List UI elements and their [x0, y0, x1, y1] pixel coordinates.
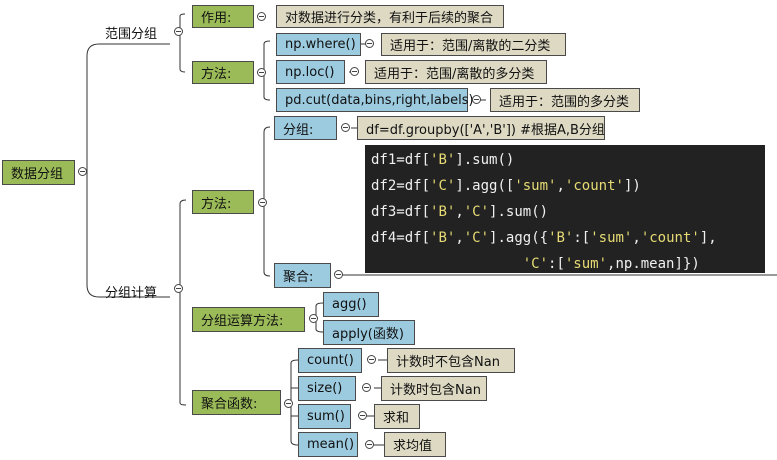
code-token: df2=df[ [371, 178, 431, 194]
node-size[interactable]: size() [298, 376, 356, 401]
collapse-toggle-icon[interactable] [309, 314, 318, 323]
branch-range-grouping[interactable]: 范围分组 [105, 27, 158, 42]
branch-group-calculation[interactable]: 分组计算 [105, 286, 158, 301]
collapse-toggle-icon[interactable] [258, 198, 267, 207]
note-size[interactable]: 计数时包含Nan [381, 376, 487, 401]
code-token: df4=df[ [371, 230, 431, 246]
node-pd-cut[interactable]: pd.cut(data,bins,right,labels) [276, 88, 474, 112]
code-token: , [632, 230, 641, 246]
code-token: , [455, 230, 464, 246]
code-token: ].sum() [489, 204, 549, 220]
collapse-toggle-icon[interactable] [257, 12, 266, 21]
collapse-toggle-icon[interactable] [334, 270, 343, 279]
collapse-toggle-icon[interactable] [341, 123, 350, 132]
code-string-token: 'B' [430, 152, 456, 168]
node-mean[interactable]: mean() [298, 432, 358, 457]
code-line: df4=df['B','C'].agg({'B':['sum','count']… [371, 225, 765, 251]
note-purpose[interactable]: 对数据进行分类，有利于后续的聚合 [276, 5, 504, 28]
code-token: , [556, 178, 565, 194]
root-node-data-grouping[interactable]: 数据分组 [2, 160, 75, 185]
code-string-token: 'sum' [564, 256, 608, 272]
collapse-toggle-icon[interactable] [367, 355, 376, 364]
node-np-loc[interactable]: np.loc() [276, 60, 345, 84]
root-label: 数据分组 [11, 167, 64, 182]
code-token: df3=df[ [371, 204, 431, 220]
code-token: ].agg([ [455, 178, 515, 194]
node-group-operation-methods[interactable]: 分组运算方法: [192, 307, 305, 332]
code-line: df2=df['C'].agg(['sum','count']) [371, 173, 765, 199]
node-method-range[interactable]: 方法: [192, 61, 254, 84]
node-grouping[interactable]: 分组: [274, 116, 337, 140]
node-apply[interactable]: apply(函数) [323, 320, 415, 345]
node-count[interactable]: count() [298, 348, 362, 373]
code-token: ].sum() [455, 152, 515, 168]
node-method-groupcalc[interactable]: 方法: [192, 190, 254, 214]
code-token: :[ [548, 256, 565, 272]
note-groupby[interactable]: df=df.groupby(['A','B']) #根据A,B分组 [357, 116, 605, 140]
code-string-token: 'sum' [514, 178, 557, 194]
code-token: , [455, 204, 464, 220]
node-agg[interactable]: agg() [323, 292, 379, 317]
code-token: :[ [573, 230, 591, 246]
code-token [371, 256, 523, 272]
code-token: ], [699, 230, 717, 246]
code-line: df3=df['B','C'].sum() [371, 199, 765, 225]
code-string-token: 'C' [463, 230, 490, 246]
collapse-toggle-icon[interactable] [472, 95, 481, 104]
node-aggregation[interactable]: 聚合: [274, 263, 331, 288]
code-string-token: 'C' [430, 178, 456, 194]
code-string-token: 'C' [463, 204, 490, 220]
code-string-token: 'B' [430, 204, 456, 220]
code-string-token: 'B' [548, 230, 574, 246]
note-sum[interactable]: 求和 [374, 404, 420, 429]
node-aggregate-functions[interactable]: 聚合函数: [192, 390, 281, 415]
note-count[interactable]: 计数时不包含Nan [387, 348, 515, 373]
note-np-where[interactable]: 适用于：范围/离散的二分类 [381, 33, 566, 56]
collapse-toggle-icon[interactable] [358, 411, 367, 420]
collapse-toggle-icon[interactable] [365, 39, 374, 48]
code-token: ,np.mean]}) [607, 256, 700, 272]
code-token: ]) [623, 178, 641, 194]
node-np-where[interactable]: np.where() [276, 33, 361, 56]
collapse-toggle-icon[interactable] [174, 284, 183, 293]
code-string-token: 'count' [564, 178, 624, 194]
collapse-toggle-icon[interactable] [362, 383, 371, 392]
collapse-toggle-icon[interactable] [78, 167, 87, 176]
note-np-loc[interactable]: 适用于：范围/离散的多分类 [365, 60, 547, 84]
code-block-aggregation: df1=df['B'].sum()df2=df['C'].agg(['sum',… [365, 145, 765, 273]
code-string-token: 'C' [522, 256, 549, 272]
code-token: df1=df[ [371, 152, 431, 168]
collapse-toggle-icon[interactable] [284, 399, 293, 408]
code-string-token: 'B' [430, 230, 456, 246]
code-token: ].agg({ [489, 230, 549, 246]
collapse-toggle-icon[interactable] [365, 440, 374, 449]
note-mean[interactable]: 求均值 [384, 432, 446, 457]
code-line: 'C':['sum',np.mean]}) [371, 251, 765, 277]
code-line: df1=df['B'].sum() [371, 147, 765, 173]
collapse-toggle-icon[interactable] [174, 27, 183, 36]
collapse-toggle-icon[interactable] [257, 68, 266, 77]
collapse-toggle-icon[interactable] [350, 67, 359, 76]
note-pd-cut[interactable]: 适用于：范围的多分类 [490, 88, 640, 112]
code-string-token: 'count' [640, 230, 700, 246]
node-sum[interactable]: sum() [298, 404, 351, 429]
node-purpose[interactable]: 作用: [192, 5, 254, 28]
code-string-token: 'sum' [590, 230, 633, 246]
